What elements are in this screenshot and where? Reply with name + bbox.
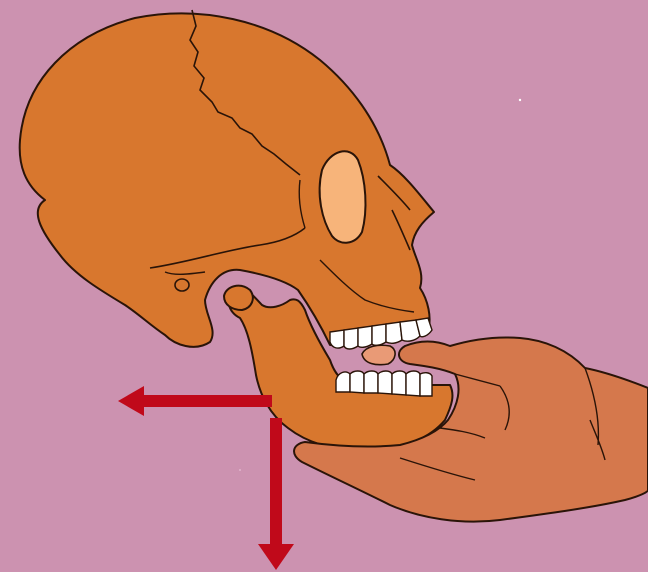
arrow-left-shaft <box>140 395 272 407</box>
lower-tooth <box>364 371 378 393</box>
arrow-down-head <box>258 544 294 570</box>
arrow-down-shaft <box>270 418 282 546</box>
dust-speck <box>519 99 521 101</box>
lower-tooth <box>336 372 350 392</box>
lower-teeth <box>336 371 432 396</box>
upper-tooth <box>330 330 344 348</box>
lower-tooth <box>420 373 432 396</box>
dust-speck <box>239 469 241 471</box>
upper-tooth <box>386 322 402 343</box>
force-arrows <box>118 386 294 570</box>
lower-tooth <box>406 371 420 396</box>
upper-tooth <box>372 324 386 345</box>
jaw-condyle-process <box>224 286 253 310</box>
lower-tooth <box>392 371 406 395</box>
lower-tooth <box>350 371 364 393</box>
lower-tooth <box>378 371 392 394</box>
arrow-left-head <box>118 386 144 416</box>
upper-tooth <box>358 326 372 347</box>
ear-canal <box>175 279 189 291</box>
thumb-tip <box>362 345 395 364</box>
upper-tooth <box>344 328 358 349</box>
